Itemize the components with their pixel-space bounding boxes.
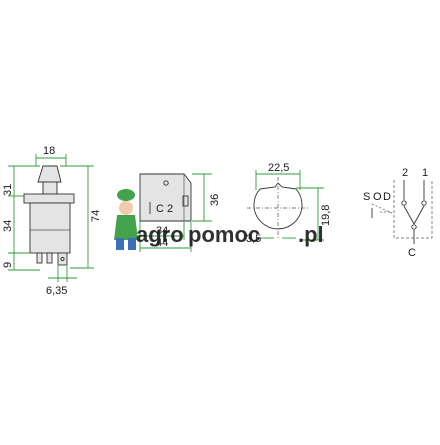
watermark: agro pomoc .pl: [114, 189, 324, 250]
watermark-text-mid: pomoc: [188, 222, 260, 247]
schematic-label-c: C: [408, 247, 416, 259]
terminal-pin: [36, 252, 43, 264]
dim-label-circle-notch: 3,5: [246, 233, 261, 245]
schematic-label-2: 2: [402, 167, 408, 179]
dim-label-top-height: 31: [2, 184, 14, 196]
toggle-neck: [42, 181, 58, 195]
side-view: 18 31 34 9 74 6,35: [2, 145, 102, 297]
front-housing: [139, 173, 192, 222]
terminal-pin: [46, 252, 53, 264]
dim-label-total-height: 74: [90, 210, 102, 222]
dim-label-front-outer: 44: [156, 237, 168, 249]
dim-label-mid-height: 34: [2, 220, 14, 232]
dim-label-circle-diameter: 22,5: [268, 162, 289, 174]
toggle-knob: [37, 165, 62, 183]
dim-label-terminal-width: 6,35: [46, 285, 67, 297]
switch-schematic: 2 1 S O D C: [363, 167, 433, 259]
front-terminal-label: C 2: [156, 203, 173, 215]
mascot-icon: [114, 189, 138, 250]
housing-flange: [23, 193, 75, 204]
front-view: C 2 36 34 44: [139, 173, 221, 252]
schematic-label-1: 1: [422, 167, 428, 179]
housing-body: [29, 202, 71, 254]
schematic-label-o: O: [373, 191, 382, 203]
mounting-hole-view: 22,5 19,8 3,5: [246, 162, 332, 245]
dim-label-front-inner: 34: [156, 225, 168, 237]
schematic-label-d: D: [383, 191, 391, 203]
dim-label-circle-flat: 19,8: [320, 205, 332, 226]
watermark-text-left: agro: [136, 222, 184, 247]
dim-label-bottom-height: 9: [2, 262, 14, 268]
terminal-pin: [57, 252, 68, 266]
dim-label-width: 18: [43, 145, 55, 157]
watermark-text-right: .pl: [298, 222, 324, 247]
schematic-label-s: S: [363, 191, 370, 203]
dim-label-front-height: 36: [209, 194, 221, 206]
